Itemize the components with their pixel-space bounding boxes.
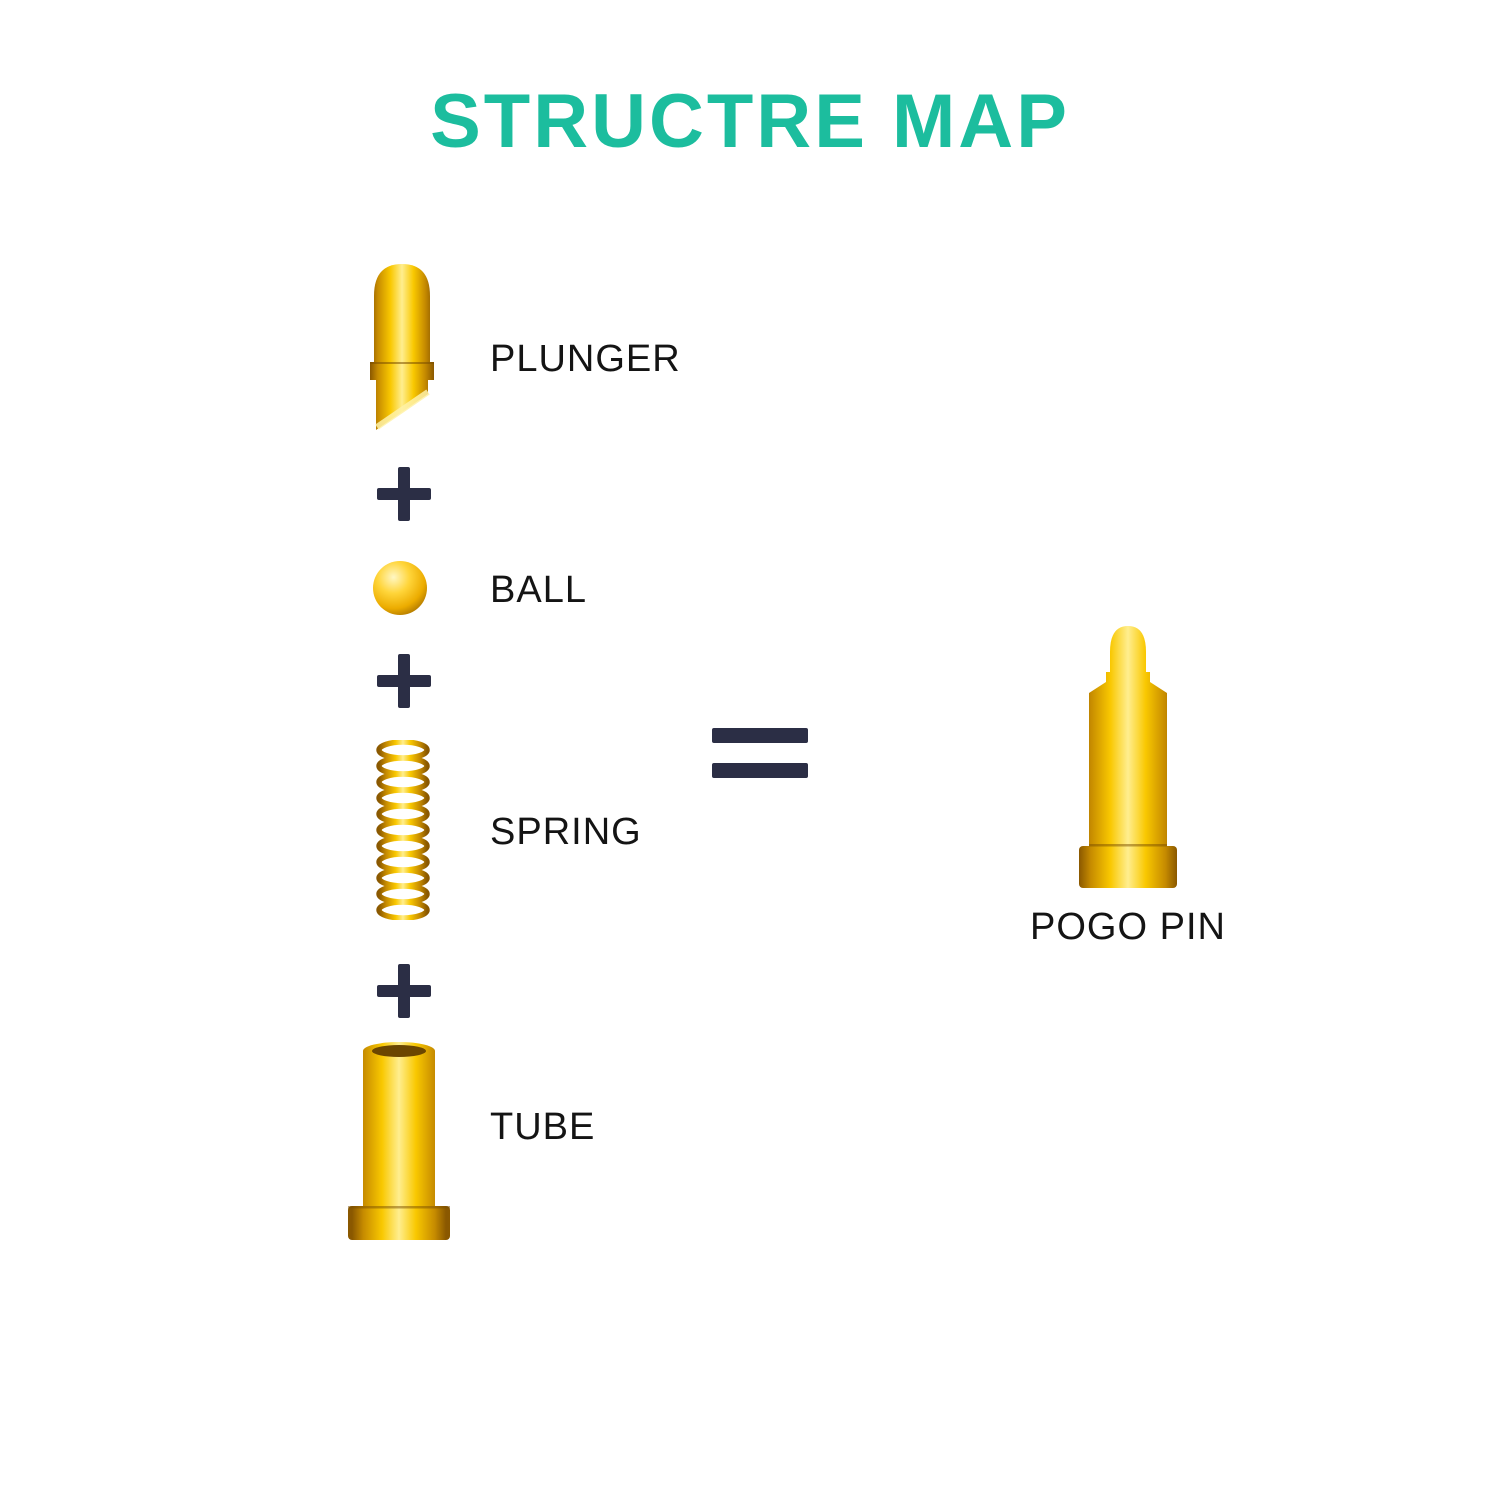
component-label-tube: TUBE [490,1106,596,1148]
plus-icon [377,467,431,521]
plus-icon [377,654,431,708]
plunger-image [370,264,434,430]
component-label-plunger: PLUNGER [490,338,681,380]
ball-image [373,561,427,615]
spring-image [376,740,430,920]
component-label-spring: SPRING [490,811,642,853]
pogo-pin-image [1079,626,1177,888]
result-label: POGO PIN [1030,906,1226,948]
page-title: STRUCTRE MAP [430,79,1070,164]
component-label-ball: BALL [490,569,587,611]
equals-icon [712,728,808,778]
tube-image [348,1042,450,1240]
plus-icon [377,964,431,1018]
